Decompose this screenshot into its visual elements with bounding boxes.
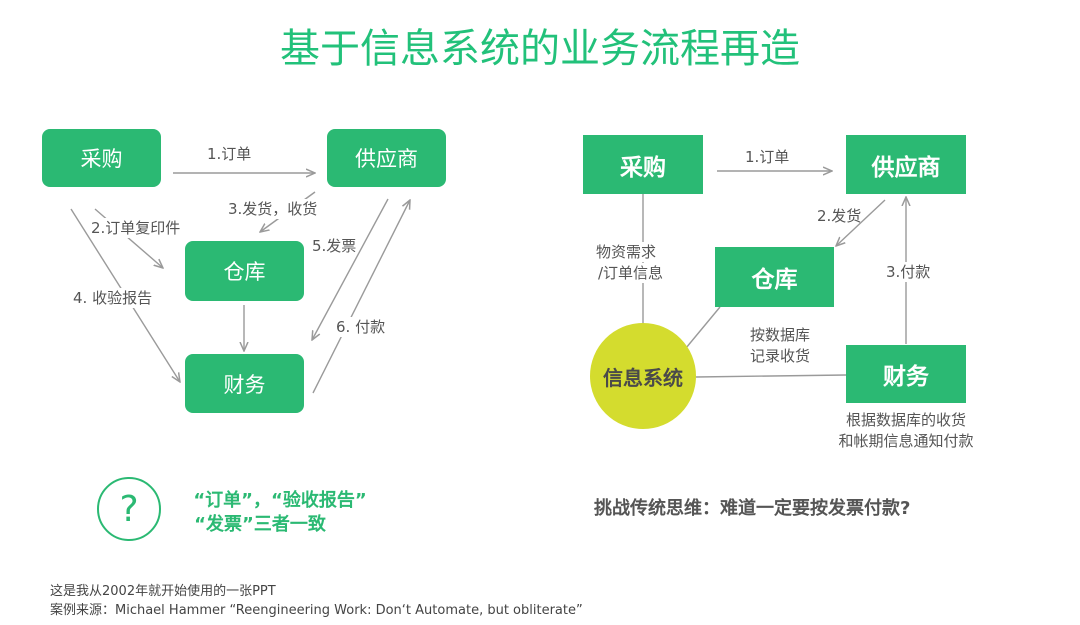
left-node-warehouse: 仓库 (185, 241, 304, 301)
right-node-supplier: 供应商 (846, 135, 966, 194)
left-node-purchase: 采购 (42, 129, 161, 187)
challenge-text: 挑战传统思维：难道一定要按发票付款? (594, 498, 911, 519)
right-label-demand-1: 物资需求 (596, 242, 657, 262)
right-label-ship: 2.发货 (817, 207, 862, 225)
left-label-copy: 2.订单复印件 (91, 218, 181, 238)
right-line-fin (695, 374, 847, 378)
footer-note: 这是我从2002年就开始使用的一张PPT (50, 584, 276, 599)
left-node-supplier: 供应商 (327, 129, 446, 187)
left-label-order: 1.订单 (207, 145, 252, 163)
question-line-2: “发票”三者一致 (194, 514, 326, 535)
right-line-wh (685, 306, 721, 349)
right-label-notify-2: 和帐期信息通知付款 (838, 432, 974, 450)
left-arrow-invoice (312, 198, 389, 340)
info-system-node: 信息系统 (590, 323, 696, 429)
question-icon: ? (97, 477, 161, 541)
right-node-finance: 财务 (846, 345, 966, 403)
left-label-report: 4. 收验报告 (73, 288, 153, 308)
right-arrow-ship (836, 199, 886, 246)
right-label-order: 1.订单 (745, 148, 790, 166)
left-arrow-pay (312, 200, 410, 394)
right-label-notify-1: 根据数据库的收货 (845, 411, 966, 429)
left-label-invoice: 5.发票 (312, 236, 357, 256)
right-label-demand-2: /订单信息 (598, 263, 664, 283)
left-node-finance: 财务 (185, 354, 304, 413)
right-node-warehouse: 仓库 (715, 247, 834, 307)
left-label-pay: 6. 付款 (336, 317, 386, 337)
right-label-pay: 3.付款 (886, 262, 931, 282)
page-title: 基于信息系统的业务流程再造 (280, 26, 800, 72)
footer-source: 案例来源：Michael Hammer “Reengineering Work:… (50, 603, 583, 618)
question-line-1: “订单”，“验收报告” (193, 490, 367, 511)
right-label-record-2: 记录收货 (750, 347, 811, 365)
right-label-record-1: 按数据库 (750, 326, 811, 344)
right-node-purchase: 采购 (583, 135, 703, 194)
left-label-ship: 3.发货，收货 (228, 199, 318, 219)
